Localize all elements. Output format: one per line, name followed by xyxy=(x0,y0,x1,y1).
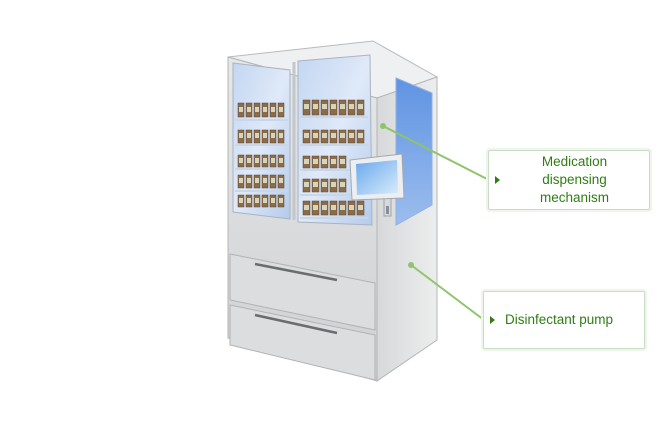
callout-disinfectant-pump: Disinfectant pump xyxy=(483,291,645,349)
upper-drawer-handle xyxy=(254,262,338,282)
lower-drawer-handle xyxy=(254,313,338,335)
pump-leader-line xyxy=(410,264,485,321)
touchscreen-monitor xyxy=(349,153,405,217)
left-shelves xyxy=(235,119,288,192)
side-display-panel xyxy=(395,77,433,226)
callout-dispensing-label: Medication dispensing mechanism xyxy=(539,154,610,205)
triangle-right-icon xyxy=(490,316,495,324)
drawers xyxy=(229,253,376,381)
medicine-bottles-left xyxy=(237,102,285,208)
dispensing-leader-line xyxy=(382,125,490,181)
triangle-right-icon xyxy=(495,176,500,184)
lower-drawer xyxy=(229,304,376,381)
cabinet xyxy=(227,40,439,382)
medicine-bottles-right xyxy=(302,99,365,216)
monitor-screen xyxy=(356,160,398,195)
callout-dispensing-mechanism: Medication dispensing mechanism xyxy=(488,150,650,210)
upper-drawer xyxy=(229,253,376,331)
callout-pump-label: Disinfectant pump xyxy=(505,312,614,327)
leader-lines xyxy=(380,123,490,321)
